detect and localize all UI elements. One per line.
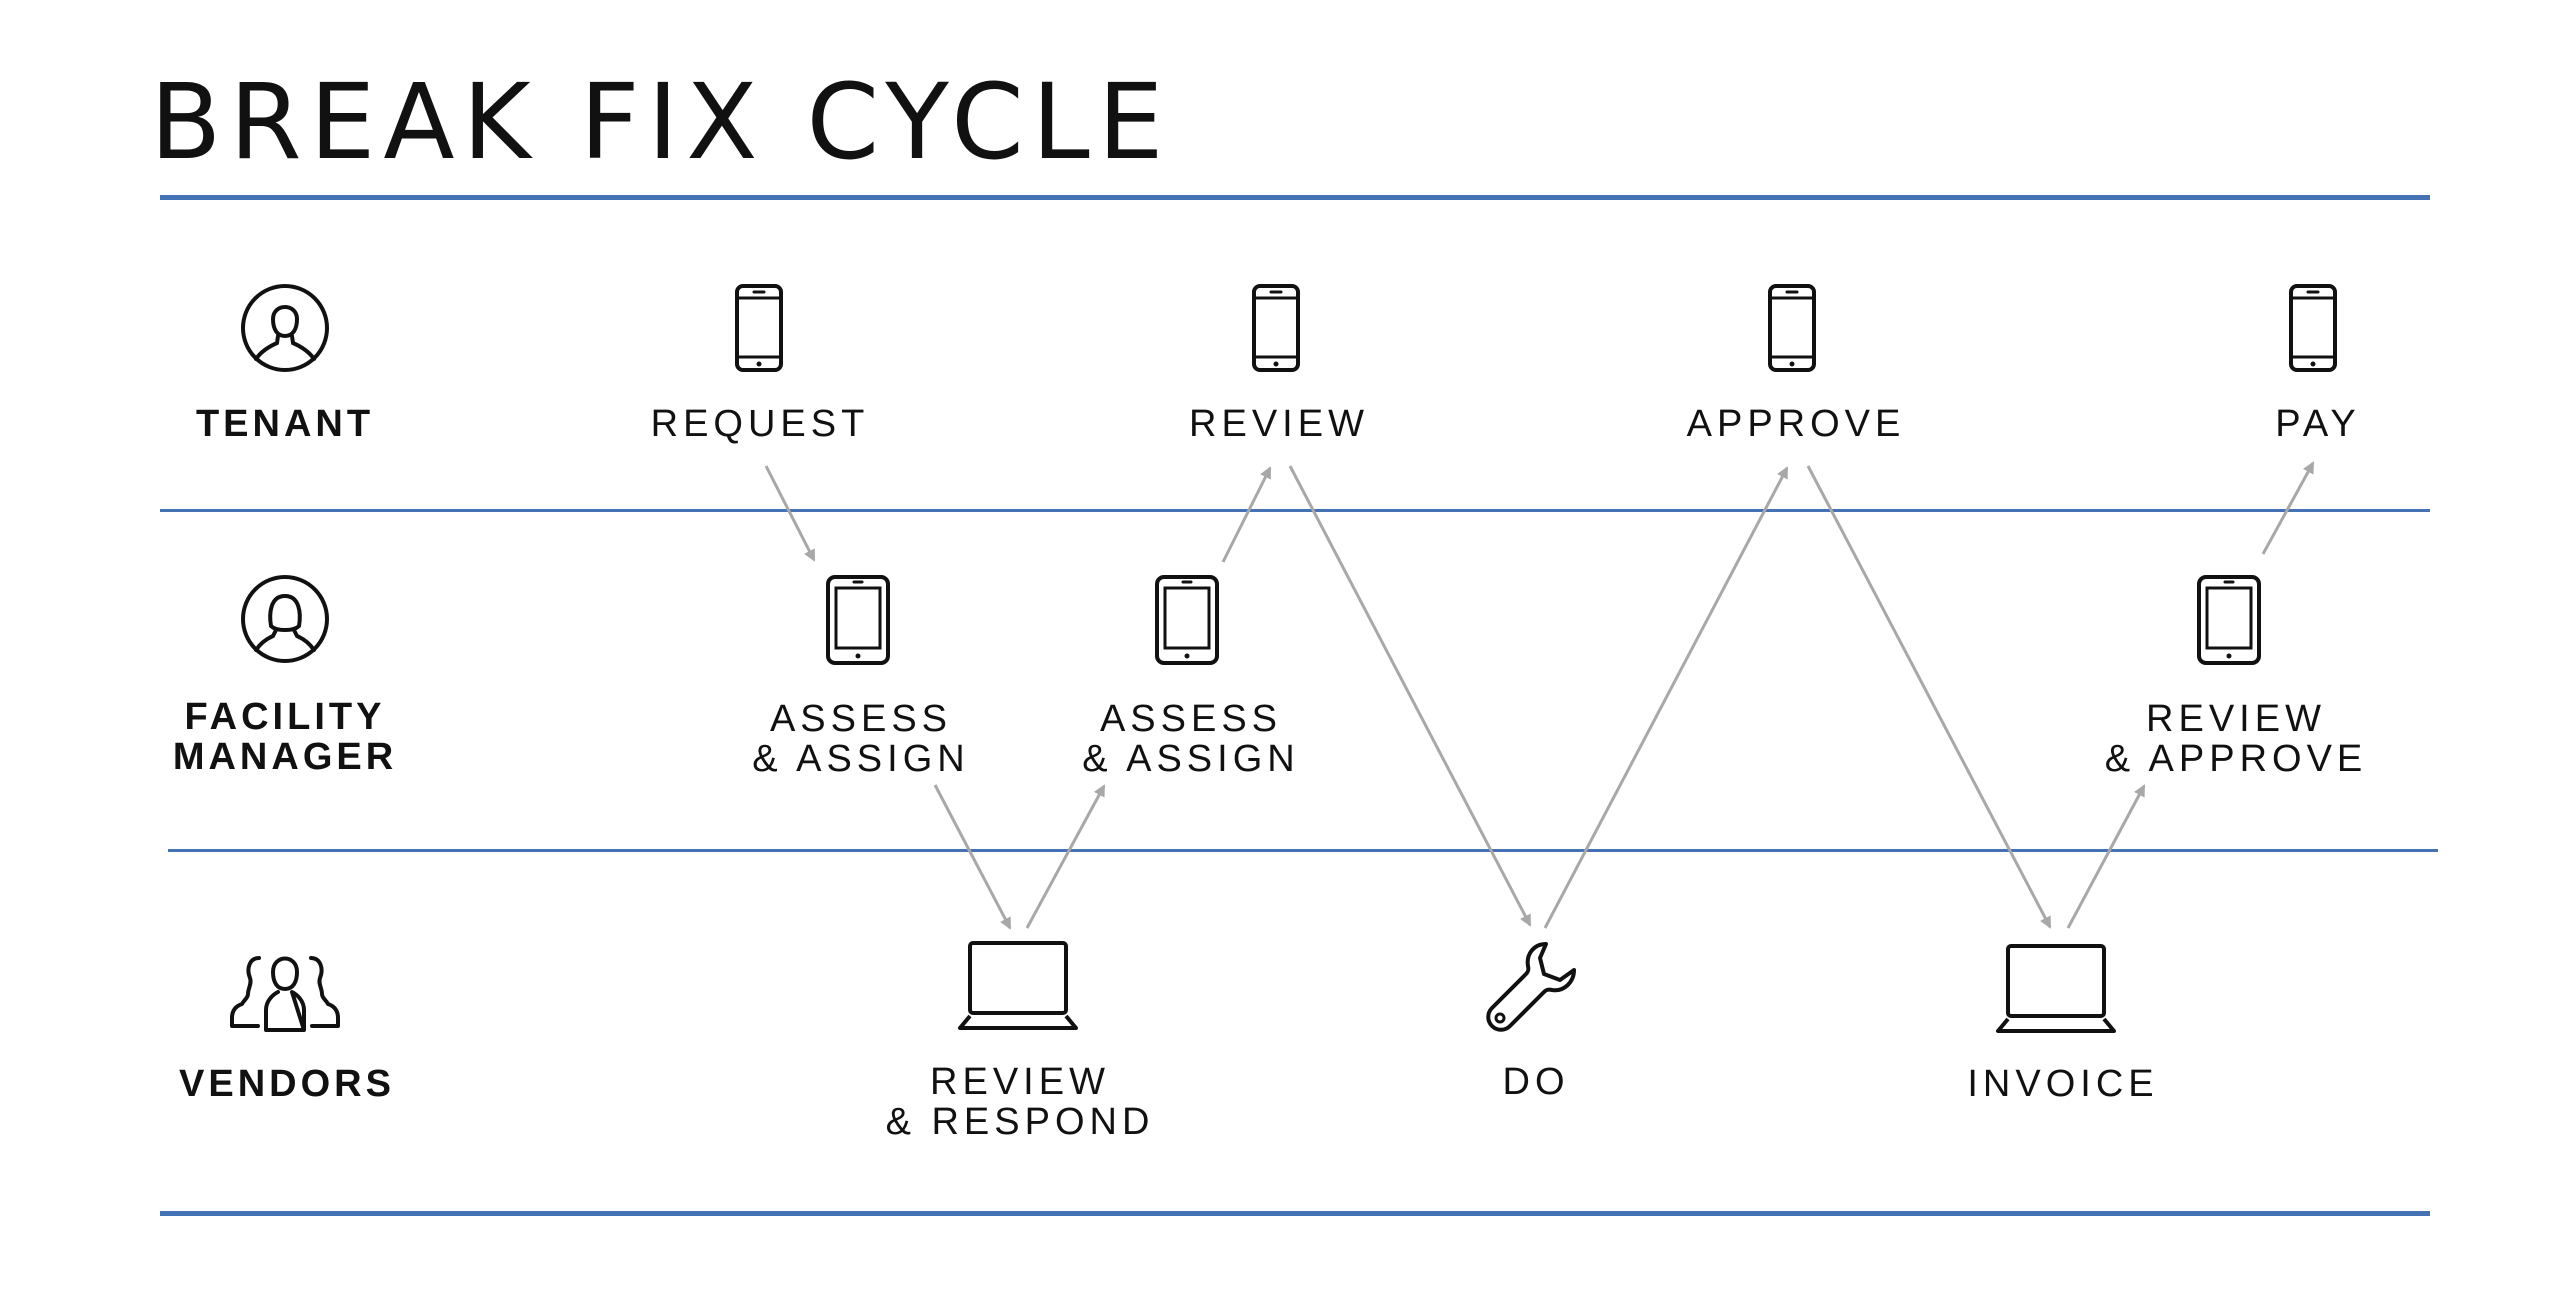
flow-arrow xyxy=(764,465,816,562)
step-label-review-approve: REVIEW & APPROVE xyxy=(2104,698,2368,780)
step-label-invoice: INVOICE xyxy=(1967,1063,2159,1105)
flow-arrow xyxy=(2066,784,2146,929)
group-icon xyxy=(230,956,340,1032)
flow-arrow xyxy=(1221,466,1272,563)
flow-arrow xyxy=(1806,465,2052,929)
bottom-divider xyxy=(160,1211,2430,1216)
laptop-icon xyxy=(1996,944,2116,1033)
flow-arrow xyxy=(1288,465,1532,927)
step-label-assess-assign: ASSESS & ASSIGN xyxy=(752,698,970,780)
step-label-request: REQUEST xyxy=(650,403,870,445)
lane-divider-tenant xyxy=(160,509,2430,512)
role-label-tenant: TENANT xyxy=(195,403,375,445)
step-label-approve: APPROVE xyxy=(1686,403,1906,445)
role-label-facility-manager: FACILITY MANAGER xyxy=(172,696,398,778)
step-label-assess-assign: ASSESS & ASSIGN xyxy=(1082,698,1300,780)
role-label-vendors: VENDORS xyxy=(179,1063,395,1105)
phone-icon xyxy=(735,284,783,372)
flow-arrow xyxy=(933,784,1012,930)
step-label-review: REVIEW xyxy=(1189,403,1369,445)
wrench-icon xyxy=(1486,942,1576,1032)
person-long-hair-icon xyxy=(241,575,329,663)
person-icon xyxy=(241,284,329,372)
phone-icon xyxy=(1768,284,1816,372)
tablet-icon xyxy=(2197,575,2261,665)
tablet-icon xyxy=(1155,575,1219,665)
step-label-pay: PAY xyxy=(2275,403,2361,445)
phone-icon xyxy=(2289,284,2337,372)
tablet-icon xyxy=(826,575,890,665)
lane-divider-facility xyxy=(168,849,2438,852)
step-label-review-respond: REVIEW & RESPOND xyxy=(885,1061,1155,1143)
flow-arrow xyxy=(1543,466,1789,929)
flow-arrow xyxy=(1025,784,1106,929)
laptop-icon xyxy=(958,941,1078,1030)
title-divider xyxy=(160,195,2430,200)
step-label-do: DO xyxy=(1502,1061,1570,1103)
phone-icon xyxy=(1252,284,1300,372)
page-title: BREAK FIX CYCLE xyxy=(150,61,1172,183)
